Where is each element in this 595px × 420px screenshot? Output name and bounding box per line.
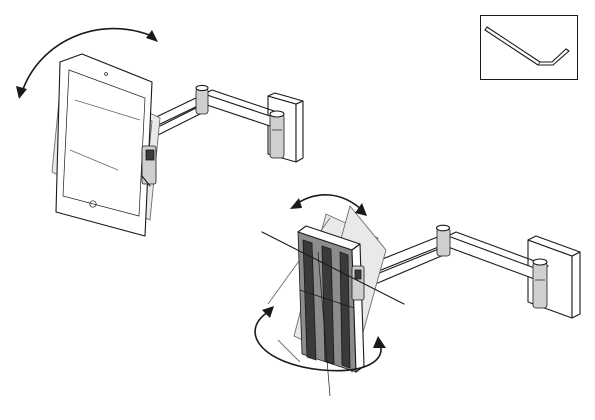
elbow-hinge-top xyxy=(196,85,208,114)
tablet-rotation-view xyxy=(16,29,303,236)
arrow-head-right-icon xyxy=(146,30,158,42)
inset-frame xyxy=(481,16,578,80)
tablet-clamp-top xyxy=(142,146,156,186)
tablet-tilt-swivel-view xyxy=(255,195,580,396)
arrow-head-left-icon xyxy=(290,198,302,209)
wall-hinge-top xyxy=(270,111,284,158)
tablet-device-top xyxy=(56,54,152,236)
arrow-head-up-icon xyxy=(373,336,386,348)
elbow-hinge-bottom xyxy=(437,225,451,256)
hex-key-inset xyxy=(481,16,578,80)
tilt-arrow xyxy=(290,195,367,216)
wall-hinge-bottom xyxy=(533,259,547,308)
arrow-head-left-icon xyxy=(16,86,27,99)
